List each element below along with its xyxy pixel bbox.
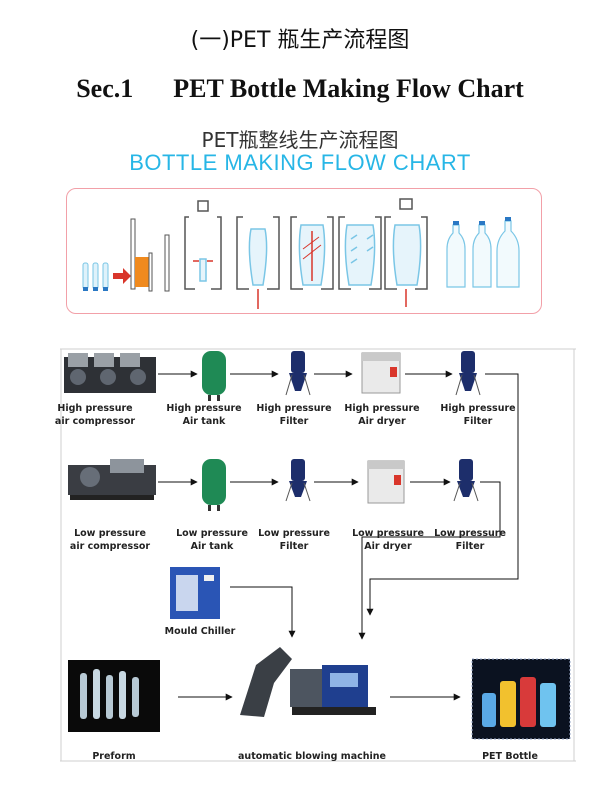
bottle-process-diagram — [66, 188, 542, 314]
mould-stage-2-icon — [236, 216, 280, 309]
mould-stage-4-icon — [338, 216, 382, 290]
blowing-machine-icon — [240, 647, 376, 717]
preform-label: Preform — [92, 751, 136, 762]
page-title-cn: (一)PET 瓶生产流程图 — [190, 28, 410, 53]
mould-chiller-label: Mould Chiller — [164, 626, 236, 637]
high-pressure-filter-1-icon — [285, 351, 311, 396]
mould-stage-3-icon — [290, 216, 334, 290]
mould-stage-1-icon — [184, 200, 222, 290]
process-title-en: BOTTLE MAKING FLOW CHART — [129, 150, 471, 175]
low-pressure-air-tank-icon — [202, 459, 226, 511]
preform-photo-icon — [68, 660, 160, 732]
high-pressure-filter-2-icon — [455, 351, 481, 396]
page-title-en: Sec.1 PET Bottle Making Flow Chart — [0, 74, 600, 104]
section-title: PET Bottle Making Flow Chart — [173, 74, 524, 103]
high-pressure-compressor-icon — [64, 353, 156, 393]
mould-stage-5-icon — [384, 198, 428, 307]
equipment-flow-graphic — [60, 348, 576, 762]
heating-stage-icon — [130, 218, 170, 292]
preform-tubes-icon — [82, 262, 109, 291]
blowing-machine-label: automatic blowing machine — [238, 751, 386, 762]
finished-bottles-icon — [446, 217, 520, 288]
low-pressure-compressor-icon — [68, 459, 156, 500]
section-label: Sec.1 — [76, 74, 134, 103]
low-pressure-dryer-icon — [367, 460, 405, 504]
low-pressure-filter-1-icon — [285, 459, 311, 502]
pet-bottle-photo-icon — [471, 658, 571, 740]
arrow-right-icon — [113, 268, 131, 284]
high-pressure-dryer-icon — [361, 352, 401, 394]
pet-bottle-label: PET Bottle — [482, 751, 538, 762]
mould-chiller-icon — [170, 567, 220, 619]
process-title-cn: PET瓶整线生产流程图 — [201, 128, 399, 152]
high-pressure-air-tank-icon — [202, 351, 226, 401]
process-stages-graphic — [82, 198, 520, 309]
low-pressure-filter-2-icon — [453, 459, 479, 502]
